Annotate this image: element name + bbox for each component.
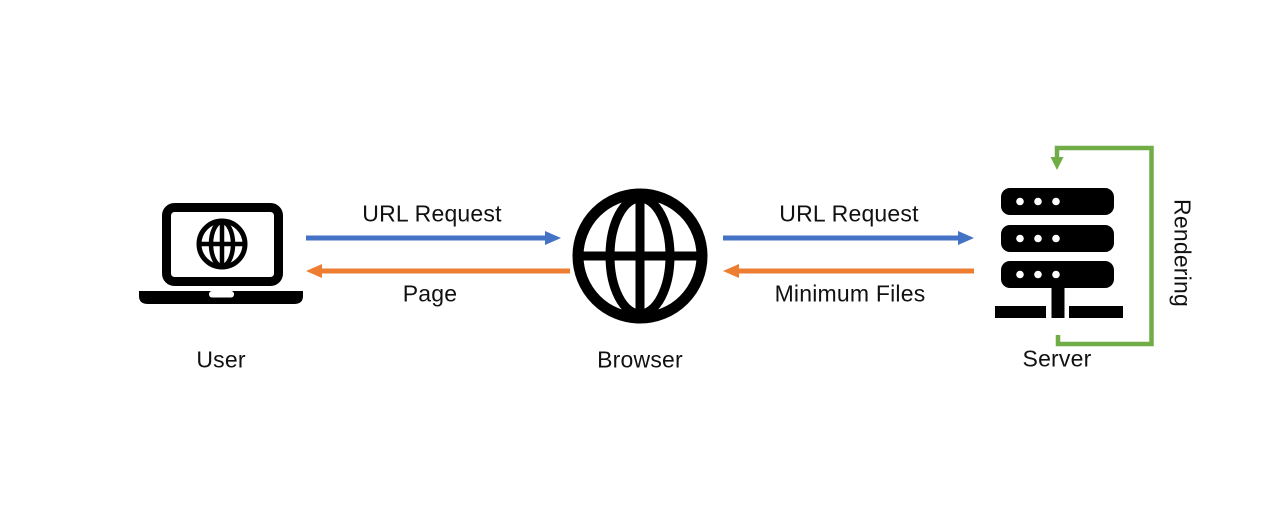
globe-icon [572,188,708,324]
laptop-globe-icon [139,203,303,304]
arrow-label-minimum-files: Minimum Files [774,280,926,307]
arrow-browser-to-user [306,264,570,278]
arrow-browser-to-server [723,231,974,245]
loop-label-rendering: Rendering [1169,199,1196,307]
arrow-server-to-browser [723,264,974,278]
arrow-label-page: Page [402,280,458,307]
rendering-loop-arrow [1050,145,1154,347]
server-rack-icon [995,188,1123,318]
node-label-server: Server [1022,345,1092,372]
arrow-label-url-request-left: URL Request [362,200,502,227]
node-label-browser: Browser [597,346,683,373]
arrow-user-to-browser [306,231,561,245]
node-label-user: User [196,346,246,373]
arrow-label-url-request-right: URL Request [779,200,919,227]
